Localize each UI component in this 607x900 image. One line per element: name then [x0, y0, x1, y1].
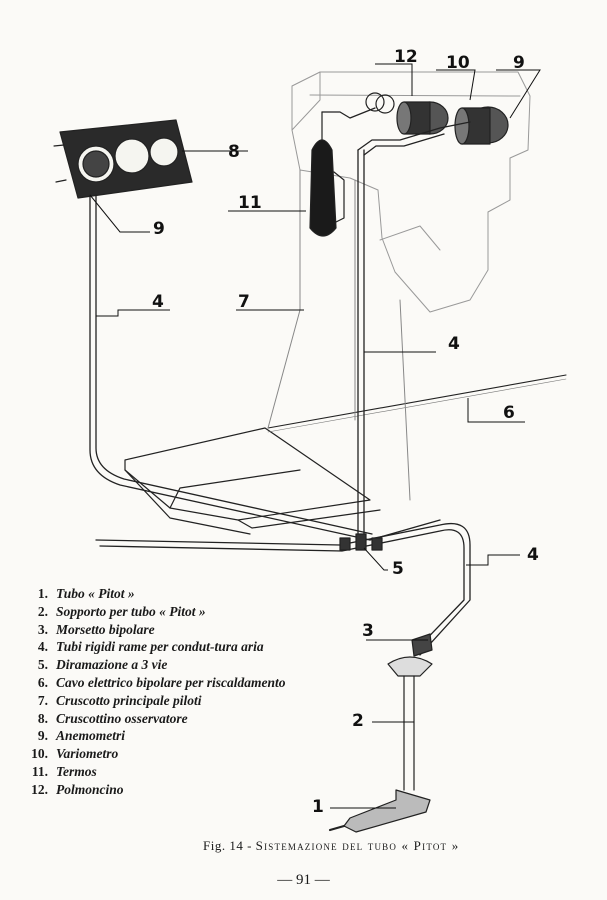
figure-number: Fig. 14 - — [203, 838, 252, 853]
variometer — [396, 101, 449, 135]
figure-caption: Fig. 14 - Sistemazione del tubo « Pitot … — [203, 838, 459, 854]
callout-3: 3 — [362, 621, 374, 641]
legend-item: 4.Tubi rigidi rame per condut-tura aria — [37, 639, 264, 655]
pitot-tube — [328, 789, 431, 833]
callout-12: 12 — [394, 47, 418, 67]
legend-item: 2.Sopporto per tubo « Pitot » — [37, 603, 206, 619]
callout-11: 11 — [238, 193, 262, 213]
thermos-flask — [309, 111, 345, 237]
floor-panel — [124, 427, 381, 535]
legend-item: 11.Termos — [31, 763, 97, 779]
copper-tubes-lower — [95, 519, 471, 656]
legend-item: 6.Cavo elettrico bipolare per riscaldame… — [37, 674, 286, 690]
air-chamber — [365, 92, 395, 114]
three-way-fitting — [339, 533, 383, 551]
airspeed-indicator-main — [454, 106, 509, 145]
legend-item: 10.Variometro — [31, 746, 119, 762]
legend-item: 9.Anemometri — [37, 728, 126, 744]
bipolar-clamp — [411, 633, 433, 657]
heating-cable — [267, 374, 567, 429]
observer-dashboard — [53, 119, 193, 199]
callout-4-right: 4 — [448, 334, 460, 354]
copper-tubes-right — [321, 107, 471, 549]
callout-6: 6 — [503, 403, 515, 423]
legend-item: 8.Cruscottino osservatore — [37, 710, 188, 726]
legend-item: 1.Tubo « Pitot » — [37, 586, 135, 601]
callout-2: 2 — [352, 711, 364, 731]
callout-numbers: 12 10 9 8 9 11 4 7 4 6 5 4 3 2 1 — [152, 47, 539, 817]
legend-item: 3.Morsetto bipolare — [37, 621, 155, 637]
callout-1: 1 — [312, 797, 324, 817]
figure-title: Sistemazione del tubo « Pitot » — [255, 838, 460, 853]
callout-4-left: 4 — [152, 292, 164, 312]
callout-8: 8 — [228, 142, 240, 162]
main-instrument-panel — [291, 71, 531, 313]
callout-9-observer: 9 — [153, 219, 165, 239]
page-number: — 91 — — [277, 872, 330, 888]
callout-4-lower: 4 — [527, 545, 539, 565]
callout-7: 7 — [238, 292, 250, 312]
leader-lines — [89, 63, 541, 809]
callout-9-main: 9 — [513, 53, 525, 73]
legend-item: 12.Polmoncino — [31, 781, 124, 797]
legend-item: 5.Diramazione a 3 vie — [37, 657, 168, 673]
copper-tubes-left — [89, 194, 373, 541]
callout-5: 5 — [392, 559, 404, 579]
legend-item: 7.Cruscotto principale piloti — [37, 692, 202, 708]
callout-10: 10 — [446, 53, 470, 73]
parts-legend: 1.Tubo « Pitot » 2.Sopporto per tubo « P… — [22, 585, 322, 799]
pitot-support — [387, 656, 433, 791]
